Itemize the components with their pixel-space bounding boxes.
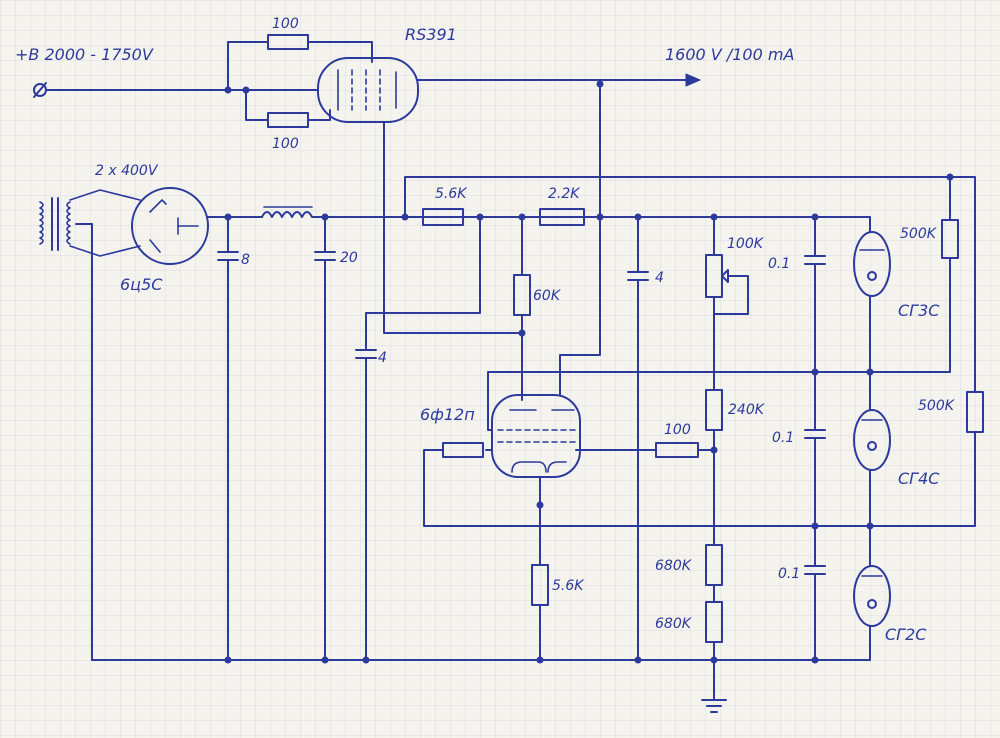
capacitor-0-1-c (804, 565, 826, 661)
amp-screen-wire (487, 371, 871, 431)
cap-20-value: 20 (340, 250, 358, 266)
grid-bottom-value: 100 (272, 136, 299, 152)
left-cap-wire (365, 216, 481, 351)
grid-top-value: 100 (272, 16, 299, 32)
input-voltage-label: +B 2000 - 1750V (15, 45, 154, 64)
r-500k-right-value: 500K (918, 398, 956, 414)
transformer-label: 2 x 400V (95, 163, 159, 179)
amp-plate-wire (559, 216, 601, 396)
r-680k-b-value: 680K (655, 616, 693, 632)
capacitor-4-mid (627, 216, 649, 661)
cap-01-b-value: 0.1 (772, 430, 794, 446)
amplifier-tube-6f12p (491, 394, 581, 478)
reference-bus (404, 176, 951, 218)
r-5k6-top-value: 5.6K (435, 186, 468, 202)
grid-resistor-network (224, 34, 373, 128)
capacitor-20 (314, 216, 336, 661)
pass-cathode-wire (383, 121, 523, 334)
r-240k-value: 240K (728, 402, 766, 418)
resistor-2k2 (539, 208, 585, 226)
output-label: 1600 V /100 mA (665, 45, 794, 64)
vr-tube-sg2s (853, 565, 891, 627)
transformer (39, 189, 141, 661)
resistor-500k-right (966, 391, 984, 433)
capacitor-0-1-b (804, 429, 826, 567)
ground-icon (701, 699, 727, 713)
amplifier-label: 6ф12п (420, 405, 475, 424)
vr-top-label: СГ3С (898, 301, 940, 320)
rectifier-label: 6ц5С (120, 275, 163, 294)
pass-tube-label: RS391 (405, 25, 457, 44)
vr-bot-label: СГ2С (885, 625, 927, 644)
r-60k-value: 60K (533, 288, 562, 304)
resistor-5k6-top (422, 208, 464, 226)
vr-tube-sg3s (853, 231, 891, 297)
capacitor-4-left (355, 349, 377, 661)
capacitor-8 (217, 216, 239, 661)
cap-4-mid-value: 4 (655, 270, 664, 286)
cap-01-a-value: 0.1 (768, 256, 790, 272)
output-arrow-icon (685, 73, 702, 87)
r-100-grid-value: 100 (664, 422, 691, 438)
r-680k-a-value: 680K (655, 558, 693, 574)
cap-01-c-value: 0.1 (778, 566, 800, 582)
pass-tube-rs391 (317, 57, 419, 123)
cap-4-left-value: 4 (378, 350, 387, 366)
choke (261, 206, 313, 218)
vr-mid-label: СГ4С (898, 469, 940, 488)
rectifier-tube-6c5s (131, 187, 209, 265)
r-2k2-value: 2.2K (548, 186, 581, 202)
cap-8-value: 8 (241, 252, 250, 268)
capacitor-0-1-a (804, 216, 826, 431)
r-5k6-cathode-value: 5.6K (552, 578, 585, 594)
pot-100k-value: 100K (727, 236, 765, 252)
r-500k-top-value: 500K (900, 226, 938, 242)
vr-tube-sg4s (853, 409, 891, 471)
